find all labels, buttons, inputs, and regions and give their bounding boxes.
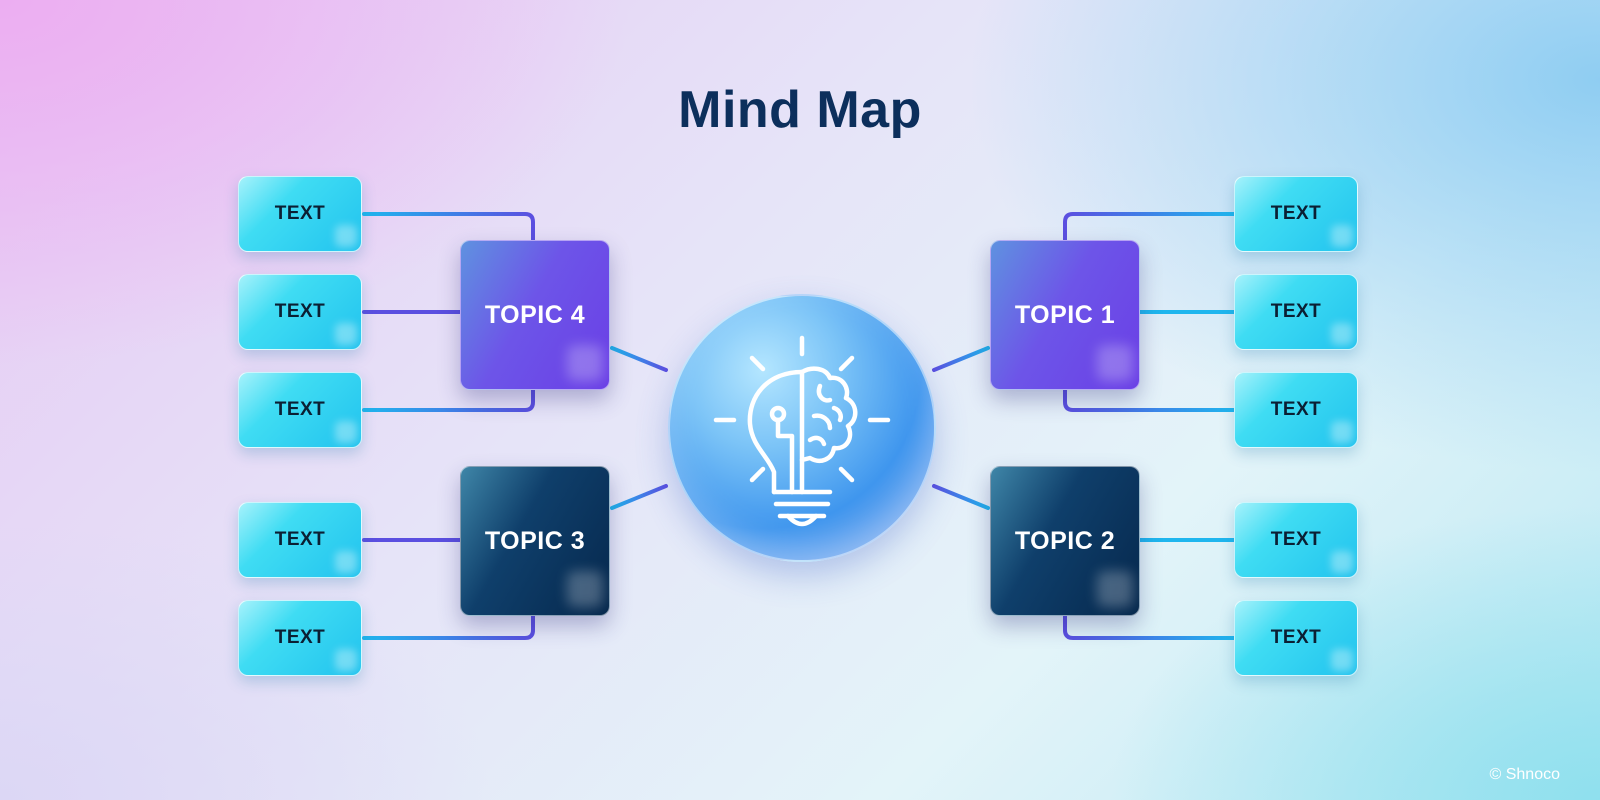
topic1-text-box-1: TEXT: [1234, 176, 1358, 252]
topic-4-box: TOPIC 4: [460, 240, 610, 390]
topic-1-box: TOPIC 1: [990, 240, 1140, 390]
topic-3-box: TOPIC 3: [460, 466, 610, 616]
connector-topic4-text1: [362, 212, 535, 242]
connector-hub-topic4: [610, 346, 668, 372]
topic4-text-box-2: TEXT: [238, 274, 362, 350]
central-hub: [668, 294, 936, 562]
connector-hub-topic2: [932, 484, 990, 510]
copyright-notice: © Shnoco: [1489, 766, 1561, 783]
connector-hub-topic1: [932, 346, 990, 372]
connector-hub-topic3: [610, 484, 668, 510]
topic4-text-box-3: TEXT: [238, 372, 362, 448]
topic1-text-box-3: TEXT: [1234, 372, 1358, 448]
connector-topic1-text3: [1063, 388, 1236, 412]
topic3-text-box-1: TEXT: [238, 502, 362, 578]
page-title: Mind Map: [678, 81, 922, 139]
connector-topic4-text3: [362, 388, 535, 412]
lightbulb-brain-icon: [713, 335, 891, 527]
topic3-text-box-2: TEXT: [238, 600, 362, 676]
connector-topic1-text1: [1063, 212, 1236, 242]
topic2-text-box-1: TEXT: [1234, 502, 1358, 578]
topic4-text-box-1: TEXT: [238, 176, 362, 252]
connector-topic2-text2: [1063, 614, 1236, 640]
topic-2-box: TOPIC 2: [990, 466, 1140, 616]
connector-topic3-text2: [362, 614, 535, 640]
topic1-text-box-2: TEXT: [1234, 274, 1358, 350]
topic2-text-box-2: TEXT: [1234, 600, 1358, 676]
